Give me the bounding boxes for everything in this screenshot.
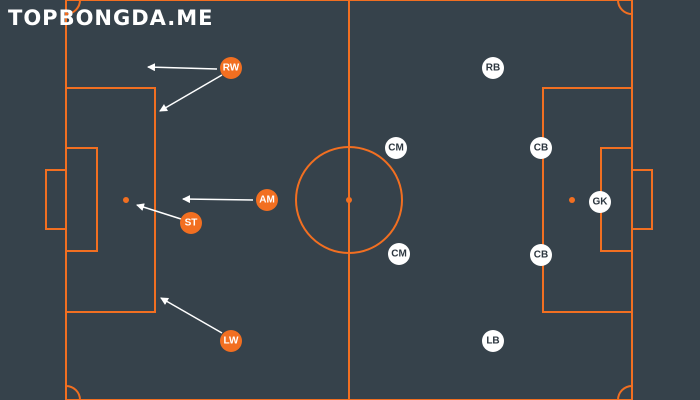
player-label: AM bbox=[259, 195, 275, 206]
movement-arrow-rw-wide bbox=[147, 63, 218, 72]
player-label: CB bbox=[534, 250, 548, 261]
attacker-token-am: AM bbox=[256, 189, 278, 211]
player-label: LB bbox=[486, 336, 499, 347]
corner-arc-top-left bbox=[65, 0, 81, 15]
player-label: RW bbox=[223, 63, 240, 74]
player-label: CM bbox=[391, 249, 407, 260]
corner-arc-top-right bbox=[617, 0, 633, 15]
defender-token-lb: LB bbox=[482, 330, 504, 352]
corner-arc-bottom-right bbox=[617, 385, 633, 400]
player-label: LW bbox=[224, 336, 240, 347]
movement-arrow-lw bbox=[160, 297, 223, 334]
attacker-token-st: ST bbox=[180, 212, 202, 234]
defender-token-cb-bottom: CB bbox=[530, 244, 552, 266]
center-circle bbox=[295, 146, 403, 254]
defender-token-rb: RB bbox=[482, 57, 504, 79]
player-label: RB bbox=[486, 63, 500, 74]
left-penalty-area bbox=[65, 87, 156, 313]
defender-token-gk: GK bbox=[589, 191, 611, 213]
player-label: GK bbox=[593, 197, 609, 208]
site-watermark: TOPBONGDA.ME bbox=[8, 6, 214, 30]
left-penalty-spot bbox=[123, 197, 129, 203]
right-penalty-spot bbox=[569, 197, 575, 203]
defender-token-cm-top: CM bbox=[385, 137, 407, 159]
movement-arrow-am bbox=[182, 195, 254, 204]
player-label: ST bbox=[185, 218, 198, 229]
defender-token-cm-bottom: CM bbox=[388, 243, 410, 265]
left-goal-area bbox=[65, 147, 98, 252]
player-label: CM bbox=[388, 143, 404, 154]
movement-arrow-st bbox=[136, 203, 182, 220]
left-goal bbox=[45, 169, 67, 230]
attacker-token-lw: LW bbox=[220, 330, 242, 352]
right-penalty-area bbox=[542, 87, 633, 313]
center-spot bbox=[346, 197, 352, 203]
corner-arc-bottom-left bbox=[65, 385, 81, 400]
defender-token-cb-top: CB bbox=[530, 137, 552, 159]
right-goal bbox=[631, 169, 653, 230]
player-label: CB bbox=[534, 143, 548, 154]
attacker-token-rw: RW bbox=[220, 57, 242, 79]
movement-arrow-rw-in bbox=[159, 74, 223, 112]
